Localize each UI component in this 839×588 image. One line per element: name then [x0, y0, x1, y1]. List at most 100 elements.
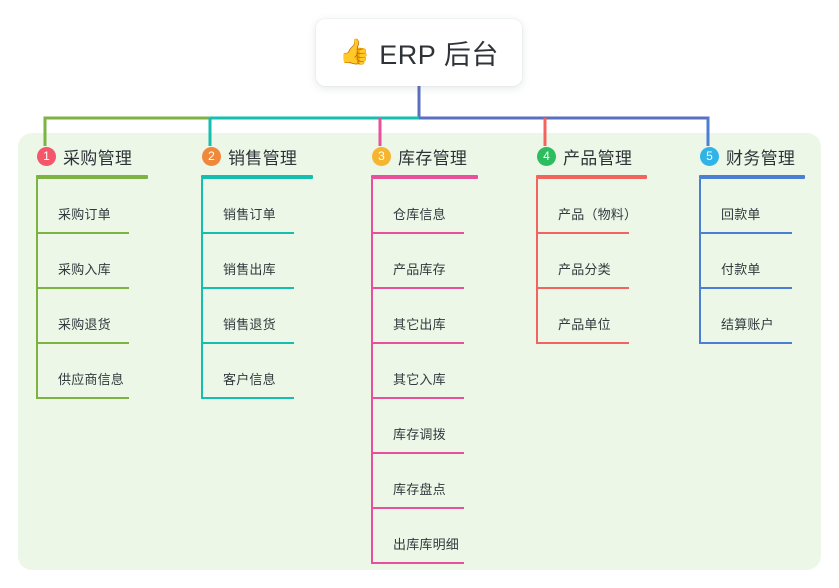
leaf-underline: [371, 562, 464, 564]
leaf-node-label: 出库库明细: [393, 537, 460, 552]
leaf-node-label: 供应商信息: [58, 372, 125, 387]
branch-children-list: 采购订单采购入库采购退货供应商信息: [36, 179, 148, 399]
leaf-node[interactable]: 销售退货: [201, 289, 313, 344]
branch-children-list: 销售订单销售出库销售退货客户信息: [201, 179, 313, 399]
leaf-node[interactable]: 销售订单: [201, 179, 313, 234]
leaf-node-label: 销售订单: [223, 207, 276, 222]
branch-title: 产品管理: [563, 148, 633, 168]
root-node-content: 👍 ERP 后台: [339, 33, 499, 72]
leaf-underline: [536, 342, 629, 344]
branch-title: 销售管理: [228, 148, 298, 168]
leaf-node-label: 采购入库: [58, 262, 111, 277]
branch-children-list: 仓库信息产品库存其它出库其它入库库存调拨库存盘点出库库明细: [371, 179, 478, 564]
leaf-underline: [536, 287, 629, 289]
leaf-underline: [201, 342, 294, 344]
leaf-node[interactable]: 产品库存: [371, 234, 478, 289]
leaf-underline: [371, 452, 464, 454]
leaf-underline: [201, 232, 294, 234]
branch-spine: [371, 179, 373, 564]
leaf-node-label: 其它入库: [393, 372, 446, 387]
branch-underline: [36, 175, 148, 179]
branch-number-badge: 1: [37, 146, 56, 166]
leaf-node[interactable]: 其它入库: [371, 344, 478, 399]
branch-column-5: 5 财务管理回款单付款单结算账户: [699, 144, 805, 344]
branch-spine: [536, 179, 538, 344]
leaf-node[interactable]: 结算账户: [699, 289, 805, 344]
leaf-underline: [201, 287, 294, 289]
branch-column-3: 3 库存管理仓库信息产品库存其它出库其它入库库存调拨库存盘点出库库明细: [371, 144, 478, 564]
leaf-node[interactable]: 客户信息: [201, 344, 313, 399]
branch-children-list: 回款单付款单结算账户: [699, 179, 805, 344]
branch-underline: [371, 175, 478, 179]
leaf-underline: [699, 342, 792, 344]
root-node[interactable]: 👍 ERP 后台: [316, 19, 522, 86]
leaf-node[interactable]: 产品（物料）: [536, 179, 647, 234]
branch-children-list: 产品（物料） 产品分类产品单位: [536, 179, 647, 344]
leaf-node-label: 销售退货: [223, 317, 276, 332]
leaf-node-label: 销售出库: [223, 262, 276, 277]
leaf-node-label: 产品（物料）: [558, 207, 638, 222]
leaf-node-label: 产品单位: [558, 317, 611, 332]
leaf-underline: [371, 397, 464, 399]
diagram-background-panel: [18, 133, 821, 570]
leaf-node-label: 仓库信息: [393, 207, 446, 222]
branch-number-badge: 5: [700, 146, 719, 166]
leaf-node[interactable]: 采购退货: [36, 289, 148, 344]
leaf-node[interactable]: 库存调拨: [371, 399, 478, 454]
branch-underline: [699, 175, 805, 179]
branch-underline: [201, 175, 313, 179]
branch-header-3[interactable]: 3 库存管理: [371, 144, 478, 168]
branch-header-1[interactable]: 1 采购管理: [36, 144, 148, 168]
leaf-node-label: 其它出库: [393, 317, 446, 332]
branch-header-2[interactable]: 2 销售管理: [201, 144, 313, 168]
leaf-node-label: 回款单: [721, 207, 761, 222]
leaf-node-label: 产品分类: [558, 262, 611, 277]
leaf-node[interactable]: 产品单位: [536, 289, 647, 344]
leaf-underline: [36, 232, 129, 234]
leaf-underline: [36, 342, 129, 344]
leaf-node[interactable]: 供应商信息: [36, 344, 148, 399]
branch-spine: [201, 179, 203, 399]
branch-title: 采购管理: [63, 148, 133, 168]
leaf-underline: [371, 287, 464, 289]
branch-title: 库存管理: [398, 148, 468, 168]
leaf-underline: [371, 232, 464, 234]
leaf-node[interactable]: 仓库信息: [371, 179, 478, 234]
thumbs-up-icon: 👍: [339, 38, 371, 66]
leaf-node[interactable]: 库存盘点: [371, 454, 478, 509]
branch-title: 财务管理: [726, 148, 796, 168]
leaf-node-label: 采购订单: [58, 207, 111, 222]
leaf-underline: [371, 507, 464, 509]
leaf-node[interactable]: 其它出库: [371, 289, 478, 344]
branch-column-1: 1 采购管理采购订单采购入库采购退货供应商信息: [36, 144, 148, 399]
branch-spine: [699, 179, 701, 344]
branch-column-2: 2 销售管理销售订单销售出库销售退货客户信息: [201, 144, 313, 399]
leaf-underline: [536, 232, 629, 234]
leaf-node-label: 采购退货: [58, 317, 111, 332]
leaf-underline: [371, 342, 464, 344]
leaf-node[interactable]: 采购入库: [36, 234, 148, 289]
leaf-underline: [699, 287, 792, 289]
branch-number-badge: 2: [202, 146, 221, 166]
leaf-node[interactable]: 付款单: [699, 234, 805, 289]
branch-number-badge: 3: [372, 146, 391, 166]
leaf-node[interactable]: 产品分类: [536, 234, 647, 289]
leaf-node[interactable]: 回款单: [699, 179, 805, 234]
leaf-node-label: 产品库存: [393, 262, 446, 277]
leaf-underline: [36, 287, 129, 289]
root-node-label: ERP 后台: [379, 40, 499, 70]
leaf-node[interactable]: 采购订单: [36, 179, 148, 234]
leaf-node-label: 库存盘点: [393, 482, 446, 497]
branch-underline: [536, 175, 647, 179]
leaf-node[interactable]: 出库库明细: [371, 509, 478, 564]
leaf-node[interactable]: 销售出库: [201, 234, 313, 289]
leaf-node-label: 库存调拨: [393, 427, 446, 442]
branch-spine: [36, 179, 38, 399]
leaf-underline: [201, 397, 294, 399]
leaf-underline: [36, 397, 129, 399]
leaf-underline: [699, 232, 792, 234]
branch-header-5[interactable]: 5 财务管理: [699, 144, 805, 168]
